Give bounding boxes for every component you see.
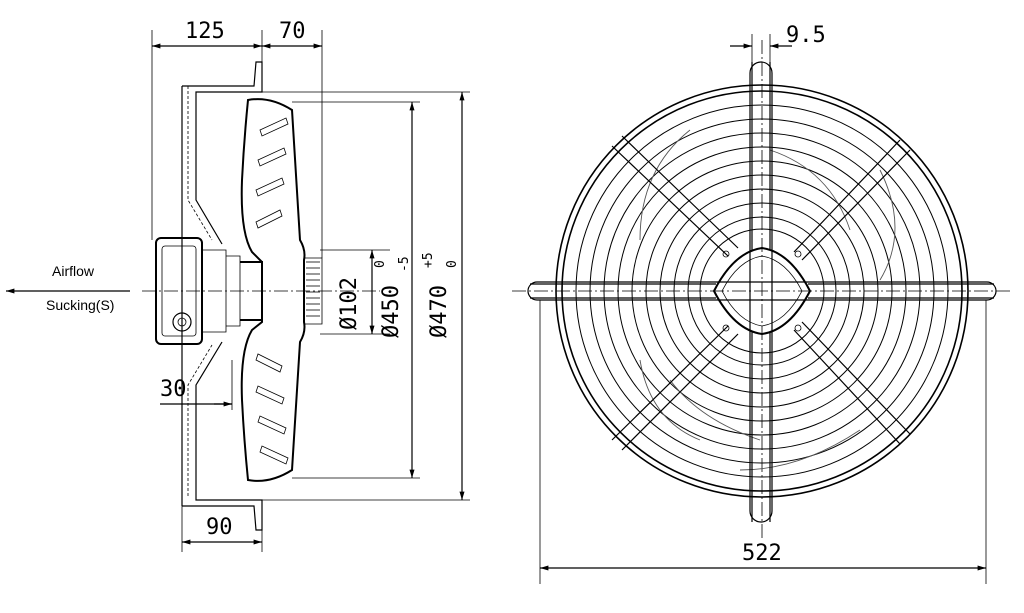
- cable-gland: [172, 312, 192, 332]
- side-view: Airflow Sucking(S): [6, 19, 470, 552]
- guard-ring: [603, 132, 921, 450]
- front-blades: [639, 129, 896, 471]
- blade-slots: [255, 117, 289, 465]
- guard-ring: [687, 216, 837, 366]
- front-view: 9.5 522: [512, 23, 1012, 584]
- airflow-label: Airflow: [52, 263, 95, 279]
- dim-dia470-lower-tol: 0: [445, 260, 460, 268]
- dim-522: 522: [742, 541, 782, 566]
- dim-9-5: 9.5: [786, 23, 826, 48]
- dim-30: 30: [160, 377, 187, 402]
- dim-dia470: Ø470: [427, 285, 452, 338]
- guard-ring: [673, 202, 851, 380]
- dim-70: 70: [279, 19, 306, 44]
- dim-dia102: Ø102: [337, 277, 362, 330]
- horizontal-bar: [527, 281, 997, 301]
- guard-ring: [645, 174, 879, 408]
- dim-dia450-upper-tol: 0: [373, 260, 388, 268]
- guard-ring: [631, 160, 893, 422]
- guard-rings: [555, 84, 969, 498]
- dim-90: 90: [206, 515, 233, 540]
- bracket-outline: [182, 61, 263, 531]
- guard-ring: [555, 84, 969, 498]
- guard-ring: [617, 146, 907, 436]
- guard-ring: [659, 188, 865, 394]
- motor-housing: [155, 237, 203, 345]
- sucking-label: Sucking(S): [46, 297, 114, 313]
- hub-plate: [712, 246, 812, 336]
- hub-ribs: [304, 257, 323, 325]
- vertical-bar: [749, 61, 773, 523]
- dim-dia470-upper-tol: +5: [421, 252, 436, 268]
- guard-spokes: [530, 62, 994, 522]
- dim-dia450: Ø450: [379, 285, 404, 338]
- impeller-blade-profile: [240, 98, 306, 482]
- guard-ring: [575, 104, 949, 478]
- dim-dia450-lower-tol: -5: [397, 256, 412, 272]
- dim-125: 125: [185, 19, 225, 44]
- guard-outline: [187, 86, 213, 496]
- guard-ring: [561, 90, 963, 492]
- guard-ring: [589, 118, 935, 464]
- guard-ring: [699, 228, 825, 354]
